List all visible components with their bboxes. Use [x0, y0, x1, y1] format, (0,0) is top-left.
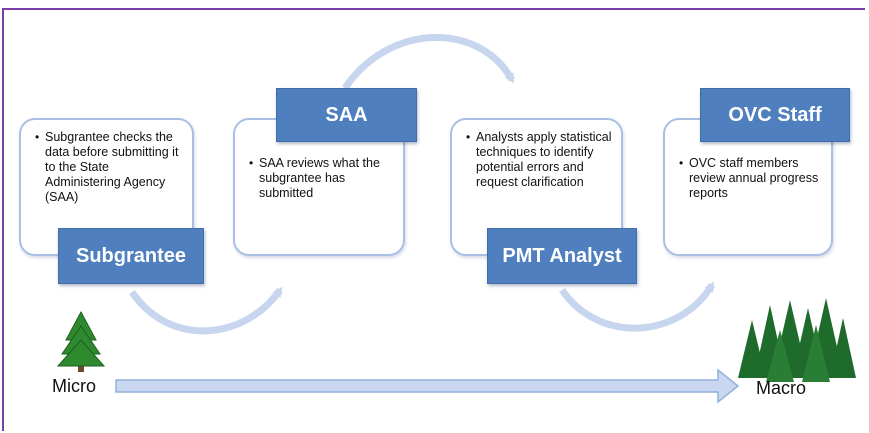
stage-bullet-saa: SAA reviews what the subgrantee has subm… [249, 156, 395, 201]
micro-label: Micro [52, 376, 96, 396]
stage-label-pmt-analyst: PMT Analyst [487, 228, 637, 284]
curve-arrow-pmt-to-ovc [559, 281, 715, 332]
slide-frame [2, 8, 865, 431]
stage-label-subgrantee: Subgrantee [58, 228, 204, 284]
stage-bullet-ovc-staff: OVC staff members review annual progress… [679, 156, 823, 201]
curve-arrow-subgrantee-to-saa [129, 286, 283, 335]
curve-arrow-saa-to-pmt [342, 34, 516, 90]
forest-icon [738, 298, 856, 382]
stage-label-saa: SAA [276, 88, 417, 142]
stage-bullet-subgrantee: Subgrantee checks the data before submit… [35, 130, 184, 205]
micro-macro-arrow [115, 368, 740, 404]
single-tree-icon [56, 310, 106, 372]
stage-label-ovc-staff: OVC Staff [700, 88, 850, 142]
macro-label: Macro [756, 378, 807, 398]
stage-bullet-pmt-analyst: Analysts apply statistical techniques to… [466, 130, 615, 190]
